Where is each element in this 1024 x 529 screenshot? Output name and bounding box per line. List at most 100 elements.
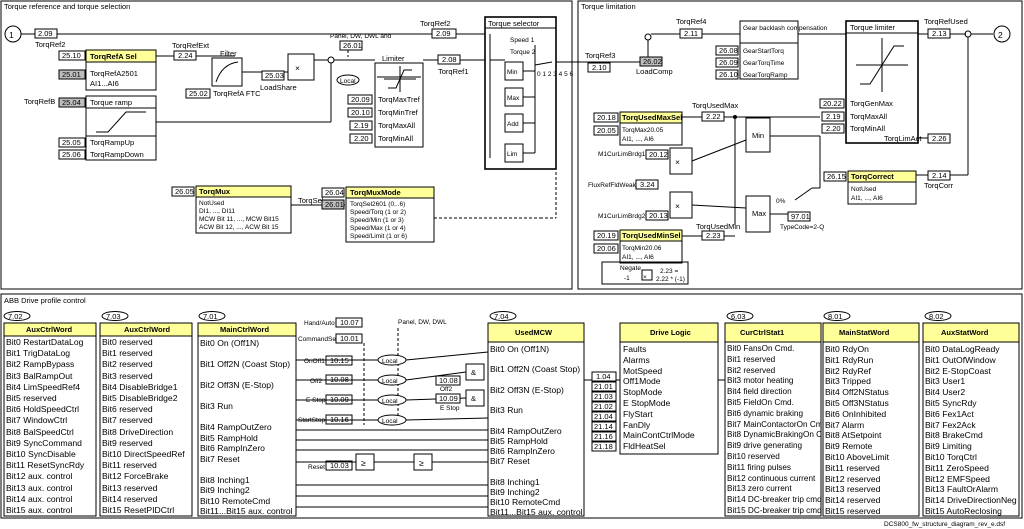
param-2-26[interactable] [927, 133, 951, 144]
param-2-09[interactable] [34, 28, 58, 39]
torque-ramp-params [85, 135, 157, 161]
list-item: Bit12 ForceBrake [102, 471, 169, 482]
list-item: Bit8 BrakeCmd [925, 430, 983, 441]
param-10-08-b[interactable] [435, 375, 461, 386]
param-10-08-b-value: 10.08 [439, 376, 458, 385]
list-item: Off1Mode [623, 376, 661, 387]
param-2-11[interactable] [679, 28, 703, 39]
label-loadshare: LoadShare [260, 83, 297, 92]
param-20-05[interactable] [593, 125, 619, 136]
param-20-09[interactable] [347, 94, 373, 105]
param-21-14[interactable] [591, 421, 617, 432]
param-2-09-b[interactable] [431, 28, 457, 39]
label-ai1ai6-max: AI1, ..., AI6 [622, 136, 654, 143]
torque-limitation-panel [577, 0, 1023, 290]
col2-title: AuxCtrlWord [124, 325, 171, 334]
param-26-15-value: 26.15 [827, 172, 846, 181]
param-25-05[interactable] [58, 137, 86, 148]
col7-title: AuxStatWord [941, 328, 989, 337]
param-21-18[interactable] [591, 441, 617, 452]
param-20-18[interactable] [593, 112, 619, 123]
param-2-22[interactable] [701, 111, 725, 122]
torqcorrect-label: TorqCorrect [851, 172, 894, 181]
param-1-04-value: 1.04 [596, 372, 611, 381]
param-25-06[interactable] [58, 149, 86, 160]
param-20-19[interactable] [593, 230, 619, 241]
param-26-01[interactable] [339, 40, 363, 51]
param-26-01-b[interactable] [321, 199, 345, 210]
torque-ramp-label: Torque ramp [90, 98, 132, 107]
param-21-18-value: 21.18 [594, 442, 613, 451]
param-2-14[interactable] [927, 170, 951, 181]
list-item: Bit11...Bit15 aux. control [200, 506, 293, 516]
summing-junction-1 [327, 56, 335, 64]
param-2-20-tr[interactable] [821, 123, 845, 134]
param-2-10-value: 2.10 [592, 63, 607, 72]
param-21-01[interactable] [591, 381, 617, 392]
param-20-12[interactable] [645, 149, 669, 160]
param-97-01[interactable] [787, 211, 811, 222]
param-21-03[interactable] [591, 391, 617, 402]
param-26-05[interactable] [171, 186, 195, 197]
param-10-07-value: 10.07 [340, 318, 359, 327]
param-25-03[interactable] [261, 70, 285, 81]
param-26-02[interactable] [639, 56, 663, 67]
param-26-15[interactable] [823, 171, 847, 182]
param-2-23[interactable] [701, 230, 725, 241]
label-torqmin2006: TorqMin20.06 [622, 245, 662, 252]
list-item: Bit3 Tripped [825, 376, 871, 387]
panel-title-torque-limitation: Torque limitation [581, 2, 636, 11]
param-26-08[interactable] [715, 45, 739, 56]
col3-title: MainCtrlWord [220, 325, 269, 334]
param-2-08[interactable] [437, 54, 461, 65]
param-25-04[interactable] [58, 97, 86, 108]
param-2-19-tl[interactable] [349, 120, 373, 131]
param-20-22[interactable] [819, 98, 845, 109]
list-item: Bit2 Off3N (E-Stop) [490, 384, 564, 395]
label-torqminall-tr: TorqMinAll [850, 124, 885, 133]
param-25-02[interactable] [185, 88, 211, 99]
param-21-04[interactable] [591, 411, 617, 422]
list-item: Bit10 reserved [727, 451, 780, 461]
param-25-01[interactable] [58, 69, 86, 80]
list-item [200, 464, 296, 475]
multiplier-block-3 [669, 191, 693, 219]
label-torqref4: TorqRef4 [676, 17, 706, 26]
list-item: Bit1 Off2N (Coast Stop) [490, 364, 581, 375]
param-2-19-tr[interactable] [821, 111, 845, 122]
param-1-04[interactable] [591, 371, 617, 382]
param-26-04[interactable] [321, 187, 345, 198]
param-3-24[interactable] [635, 179, 659, 190]
param-2-20-tl[interactable] [349, 133, 373, 144]
param-2-13[interactable] [927, 28, 951, 39]
param-2-24[interactable] [173, 50, 197, 61]
param-2-08-value: 2.08 [442, 55, 457, 64]
param-10-09-b-value: 10.09 [439, 394, 458, 403]
param-20-10[interactable] [347, 107, 373, 118]
param-10-07[interactable] [335, 317, 363, 328]
param-10-01[interactable] [335, 333, 363, 344]
param-21-16[interactable] [591, 431, 617, 442]
label-negate: Negate [620, 265, 641, 272]
list-item: Bit4 RampOutZero [200, 422, 272, 432]
param-26-10[interactable] [715, 69, 739, 80]
param-25-06-value: 25.06 [62, 150, 81, 159]
param-20-06[interactable] [593, 243, 619, 254]
negate-minus-one: -1 [624, 275, 630, 282]
list-item: Bit10 TorqCtrl [925, 451, 977, 462]
param-20-13-value: 20.13 [649, 211, 668, 220]
param-10-09-b[interactable] [435, 393, 461, 404]
torqmuxmode-opt3: Speed/Max (1 or 4) [350, 225, 406, 232]
param-26-09[interactable] [715, 57, 739, 68]
param-10-03[interactable] [325, 460, 353, 471]
list-item: Bit15 AutoReclosing [925, 505, 1002, 516]
param-20-13[interactable] [645, 210, 669, 221]
list-item: Bit15 aux. control [6, 505, 73, 516]
param-25-10[interactable] [58, 50, 86, 61]
param-21-02[interactable] [591, 401, 617, 412]
label-torqrampdown: TorqRampDown [90, 150, 144, 159]
torqmuxmode-body [345, 197, 435, 243]
gear-backlash-params [739, 42, 799, 80]
torqmuxmode-opt2: Speed/Min (1 or 3) [350, 217, 404, 224]
param-2-10[interactable] [587, 62, 611, 73]
